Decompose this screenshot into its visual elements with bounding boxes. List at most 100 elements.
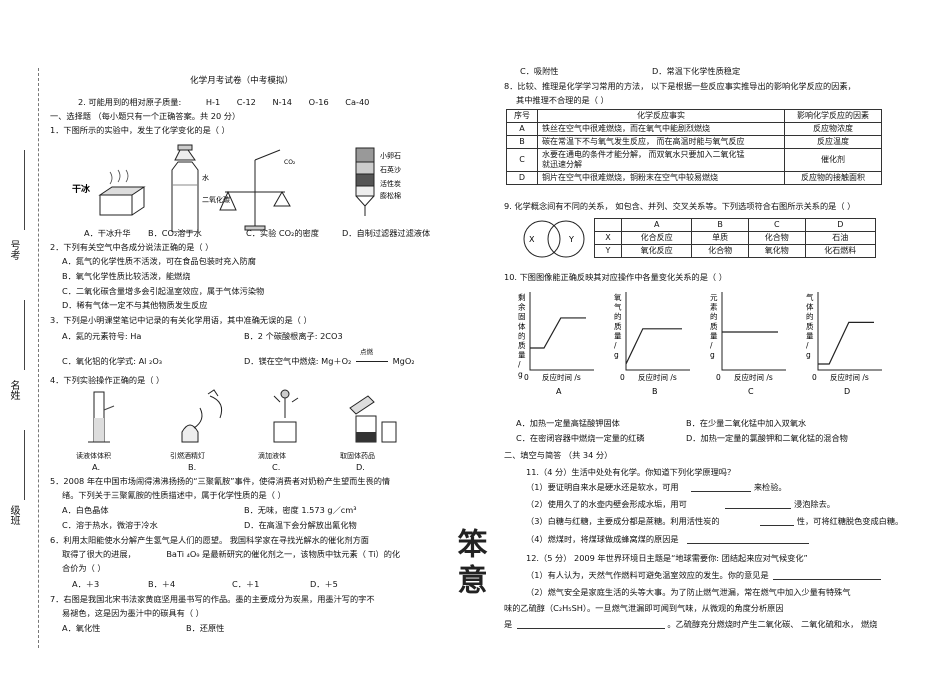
q8-cell: B bbox=[506, 135, 538, 149]
q9-cell: 化合物 bbox=[691, 244, 749, 258]
q11-s2-text: （2）使用久了的水壶内壁会形成水垢，用可 bbox=[526, 499, 687, 509]
graph-ylabel-char: 体 bbox=[806, 302, 814, 312]
q6-option-b: B．＋4 bbox=[148, 579, 176, 589]
graph-curve bbox=[530, 317, 586, 349]
q11-s4: （4）燃煤时，将煤球做成蜂窝煤的原因是 bbox=[526, 534, 810, 545]
calligraphy-image: 笨意 bbox=[451, 528, 487, 600]
q7-option-c: C．吸附性 bbox=[520, 66, 559, 76]
q7-option-a: A．氧化性 bbox=[62, 623, 101, 633]
venn-y-label: Y bbox=[568, 235, 574, 244]
graph-ylabel-char: / bbox=[614, 341, 617, 350]
dry-ice-figure: 干冰 bbox=[72, 169, 146, 216]
svg-text:膨松棉: 膨松棉 bbox=[380, 191, 401, 200]
graph-ylabel-char: 氧 bbox=[614, 292, 622, 302]
q12-s1-blank[interactable] bbox=[773, 570, 882, 581]
graph-ylabel-char: 余 bbox=[518, 302, 526, 312]
svg-text:干冰: 干冰 bbox=[72, 183, 91, 195]
q11-s3-blank[interactable] bbox=[760, 516, 795, 527]
q8-line2: 其中推理不合理的是（ ） bbox=[516, 95, 609, 105]
co2-bottle-figure: 水 二氧化碳 bbox=[171, 144, 230, 232]
graph-origin: 0 bbox=[524, 373, 529, 382]
q12-s2-blank[interactable] bbox=[516, 619, 665, 630]
q3-d-reactants: D．镁在空气中燃烧: Mg＋O₂ bbox=[244, 356, 352, 366]
q9-stem: 9. 化学概念间有不同的关系， 如包含、并列、交叉关系等。下列选项符合右图所示关… bbox=[504, 201, 856, 211]
mass-n: N-14 bbox=[272, 97, 293, 107]
atomic-mass-line: 2. 可能用到的相对原子质量: H-1 C-12 N-14 O-16 Ca-40 bbox=[78, 97, 369, 107]
q8-cell: 反应温度 bbox=[784, 135, 882, 149]
q11-s1-tail: 来检验。 bbox=[753, 482, 787, 492]
balance-figure: CO₂ bbox=[219, 149, 296, 231]
q5-option-d: D．在高温下会分解放出氰化物 bbox=[244, 520, 357, 530]
atomic-mass-prefix: 2. 可能用到的相对原子质量: bbox=[78, 97, 182, 107]
q4-caption-a: 读液体体积 bbox=[76, 452, 111, 460]
q11-s4-text: （4）燃煤时，将煤球做成蜂窝煤的原因是 bbox=[526, 534, 679, 544]
name-label: 名姓 bbox=[8, 380, 19, 400]
q3-option-d: D．镁在空气中燃烧: Mg＋O₂ 点燃 MgO₂ bbox=[244, 348, 415, 366]
graph-tag: A bbox=[556, 387, 562, 396]
q6-option-c: C．＋1 bbox=[232, 579, 260, 589]
graph-ylabel-char: 量 bbox=[614, 331, 622, 340]
svg-text:小卵石: 小卵石 bbox=[380, 151, 401, 160]
q3-stem: 3．下列是小明课堂笔记中记录的有关化学用语，其中准确无误的是（ ） bbox=[50, 315, 312, 325]
q12-s1-text: （1）有人认为，天然气作燃料可避免温室效应的发生。你的意见是 bbox=[526, 570, 769, 580]
q11-s2-blank[interactable] bbox=[725, 499, 792, 510]
graph-ylabel-char: 量 bbox=[518, 351, 526, 360]
q8-line1: 8．比较、推理是化学学习常用的方法， 以下是根据一些反应事实推导出的影响化学反应… bbox=[504, 81, 856, 91]
q9-header-cell: A bbox=[620, 218, 693, 232]
q12-s2-line3-b: 。乙硫醇充分燃烧时产生二氧化碳、 二氧化硫和水， 燃烧 bbox=[667, 619, 878, 629]
q8-cell-multiline: 水要在通电的条件才能分解， 而双氧水只要加入二氧化锰就迅速分解 bbox=[537, 148, 785, 172]
q1-option-c: C．实验 CO₂的密度 bbox=[246, 228, 319, 238]
graph-ylabel-char: 剩 bbox=[518, 292, 526, 302]
q11-stem: 11.（4 分）生活中处处有化学。你知道下列化学原理吗？ bbox=[526, 467, 736, 477]
dropper-figure bbox=[273, 389, 299, 443]
q1-option-a: A．干冰升华 bbox=[84, 228, 131, 238]
graph-xlabel: 反应时间 /s bbox=[638, 372, 677, 382]
graph-ylabel-char: 气 bbox=[614, 302, 622, 312]
graph-curve bbox=[625, 328, 682, 365]
q4-option-b: B. bbox=[188, 462, 197, 472]
q11-s1-blank[interactable] bbox=[691, 482, 752, 493]
q8-header-cell: 序号 bbox=[506, 109, 538, 123]
graph-axes bbox=[625, 292, 690, 371]
q9-cell: 化石燃料 bbox=[804, 244, 877, 258]
graph-axes bbox=[817, 292, 882, 371]
svg-text:水: 水 bbox=[202, 173, 209, 182]
q8-cell: 铁丝在空气中很难燃烧，而在氧气中能剧烈燃烧 bbox=[537, 122, 785, 136]
graph-tag: B bbox=[652, 387, 658, 396]
alcohol-lamp-figure bbox=[181, 389, 223, 443]
q7-option-d: D．常温下化学性质稳定 bbox=[652, 66, 741, 76]
q1-option-d: D．自制过滤器过滤液体 bbox=[342, 228, 431, 238]
q9-header-cell bbox=[594, 218, 622, 232]
section-fill: 二、填空与简答 （共 34 分） bbox=[504, 450, 613, 460]
q11-s2: （2）使用久了的水壶内壁会形成水垢，用可 浸泡除去。 bbox=[526, 499, 835, 510]
cylinder-figure bbox=[88, 391, 115, 443]
q8-header-cell: 影响化学反应的因素 bbox=[784, 109, 882, 123]
q8-cell: 催化剂 bbox=[784, 148, 882, 172]
q9-cell: 单质 bbox=[691, 231, 749, 245]
q9-venn-diagram: X Y bbox=[523, 220, 585, 258]
q10-option-a: A．加热一定量高锰酸钾固体 bbox=[516, 418, 620, 428]
graph-xlabel: 反应时间 /s bbox=[830, 372, 869, 382]
q4-option-d: D. bbox=[356, 462, 365, 472]
q9-header-row: A B C D bbox=[594, 218, 877, 232]
graph-origin: 0 bbox=[620, 373, 625, 382]
q12-s2-line2: 味的乙硫醇（C₂H₅SH）。一旦燃气泄漏即可闻到气味，从微观的角度分析原因 bbox=[504, 603, 784, 613]
q11-s4-blank[interactable] bbox=[687, 534, 810, 545]
graph-origin: 0 bbox=[716, 373, 721, 382]
graph-tag: D bbox=[844, 387, 850, 396]
graph-ylabel-char: 元 bbox=[710, 293, 718, 302]
graph-ylabel-char: 量 bbox=[710, 331, 718, 340]
q2-stem: 2．下列有关空气中各成分说法正确的是（ ） bbox=[50, 242, 214, 252]
q5-option-a: A．白色晶体 bbox=[62, 505, 109, 515]
graph-origin: 0 bbox=[812, 373, 817, 382]
filter-figure: 小卵石 石英沙 活性炭 膨松棉 bbox=[355, 147, 401, 216]
q6-option-a: A．＋3 bbox=[72, 579, 100, 589]
graph-ylabel-char: 的 bbox=[518, 330, 526, 340]
q3-option-a: A．氦的元素符号: Ha bbox=[62, 331, 142, 341]
